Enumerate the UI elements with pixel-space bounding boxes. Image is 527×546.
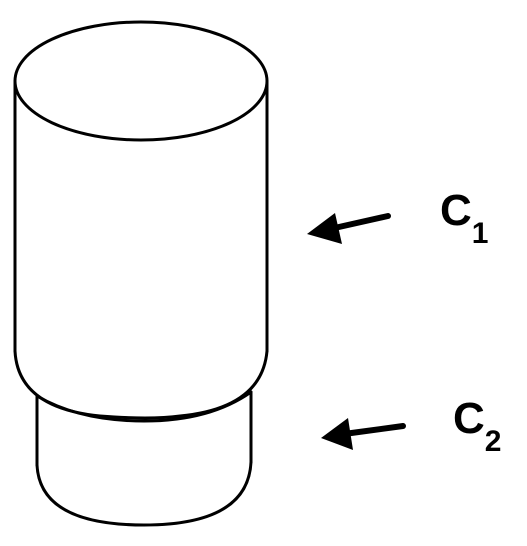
label-c1: C1 [440, 186, 488, 250]
upper-cylinder-bottom-arc [13, 349, 269, 420]
label-c2-letter: C [453, 394, 485, 443]
upper-cylinder [13, 20, 269, 420]
lower-cylinder-bottom-arc [35, 460, 253, 527]
arrow-left-icon [307, 213, 391, 244]
arrow-left-icon [321, 418, 406, 450]
label-c2: C2 [453, 394, 501, 458]
label-c1-letter: C [440, 186, 472, 235]
label-c1-subscript: 1 [472, 217, 489, 250]
upper-cylinder-top-ellipse [13, 20, 269, 142]
label-c2-subscript: 2 [485, 425, 502, 458]
